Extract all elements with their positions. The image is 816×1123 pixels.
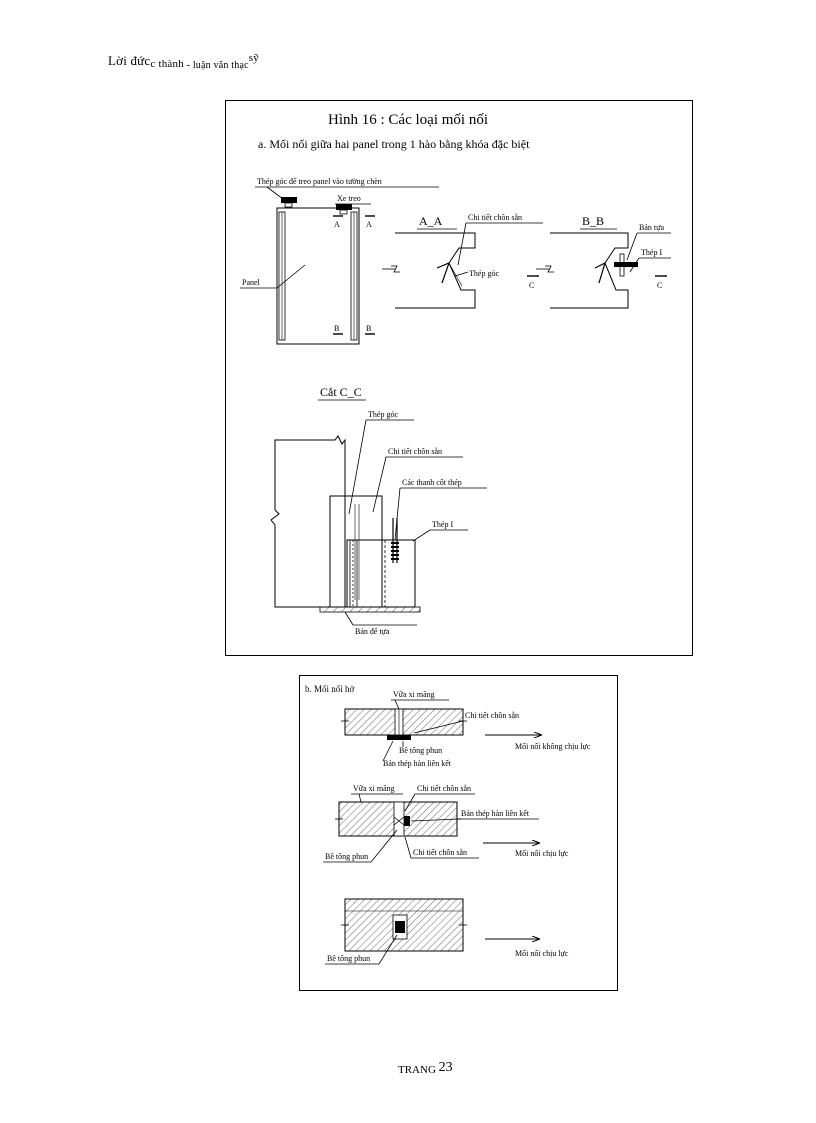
label-thep-goc-aa: Thép góc: [469, 269, 499, 278]
header-part-2: c thành: [150, 58, 184, 70]
label-be-tong-phun-3: Bê tông phun: [327, 954, 370, 963]
label-chi-tiet-2b: Chi tiết chôn sẵn: [413, 848, 467, 857]
label-cc-cac-thanh: Các thanh cốt thép: [402, 478, 462, 487]
label-thep-i: Thép I: [641, 248, 662, 257]
label-moi-noi-chiu-luc-2: Mối nối chịu lực: [515, 949, 569, 958]
title-bb: B_B: [582, 214, 604, 228]
section-b-b: B_B Bản tựa Thép I C C: [527, 214, 671, 309]
figure-b-border: [299, 675, 618, 991]
header-part-3: - luận văn thạc: [183, 60, 249, 71]
figure-b-open-joints: b. Mối nối hở Vữa xi măng Chi tiết chôn …: [299, 675, 618, 991]
label-be-tong-phun-1: Bê tông phun: [399, 746, 442, 755]
label-cc-thep-i: Thép I: [432, 520, 453, 529]
label-be-tong-phun-2: Bê tông phun: [325, 852, 368, 861]
panel-elevation: Thép góc để treo panel vào tường chèn Xe…: [240, 177, 439, 345]
label-cc-thep-goc: Thép góc: [368, 410, 398, 419]
mark-b-right: B: [366, 324, 371, 333]
label-ban-thep-han-2: Bản thép hàn liên kết: [461, 809, 530, 818]
header-part-1: Lời đức: [108, 53, 151, 68]
figure-a-title: Hình 16 : Các loại mối nối: [328, 112, 488, 128]
label-panel: Panel: [242, 278, 261, 287]
mark-c-left: C: [529, 281, 534, 290]
label-moi-noi-chiu-luc-1: Mối nối chịu lực: [515, 849, 569, 858]
label-chi-tiet-aa: Chi tiết chôn sẵn: [468, 213, 522, 222]
detail-non-load-bearing-joint: Vữa xi măng Chi tiết chôn sẵn Bê tông ph…: [341, 690, 591, 768]
mark-c-right: C: [657, 281, 662, 290]
mark-a-left: A: [334, 220, 340, 229]
mark-a-right: A: [366, 220, 372, 229]
page-header: Lời đứcc thành - luận văn thạcsỹ: [108, 52, 259, 71]
footer-label: TRANG: [398, 1064, 436, 1076]
label-vua-xi-mang-2: Vữa xi măng: [353, 784, 395, 793]
label-chi-tiet-1: Chi tiết chôn sẵn: [465, 711, 519, 720]
label-chi-tiet-2a: Chi tiết chôn sẵn: [417, 784, 471, 793]
label-ban-thep-han-1: Bản thép hàn liên kết: [383, 759, 452, 768]
section-a-a: A_A Chi tiết chôn sẵn Thép góc: [382, 213, 543, 309]
page-number: 23: [438, 1060, 453, 1075]
figure-b-subtitle: b. Mối nối hở: [305, 684, 355, 694]
label-angle-hang: Thép góc để treo panel vào tường chèn: [257, 177, 382, 186]
figure-a-joint-types: Hình 16 : Các loại mối nối a. Mối nối gi…: [225, 100, 693, 656]
detail-load-bearing-joint-1: Vữa xi măng Chi tiết chôn sẵn Bản thép h…: [323, 784, 569, 863]
title-aa: A_A: [419, 214, 443, 228]
mark-b-left: B: [334, 324, 339, 333]
section-c-c: Cắt C_C Thép góc Chi tiết chôn sẵn Các t…: [270, 385, 487, 636]
label-vua-xi-mang-1: Vữa xi măng: [393, 690, 435, 699]
page-footer: TRANG 23: [398, 1060, 453, 1076]
title-cc: Cắt C_C: [320, 385, 362, 399]
label-cc-ban-de-tua: Bản để tựa: [355, 627, 390, 636]
figure-a-subtitle: a. Mối nối giữa hai panel trong 1 hào bằ…: [258, 137, 530, 151]
detail-load-bearing-joint-2: Bê tông phun Mối nối chịu lực: [325, 898, 569, 965]
figure-a-border: [225, 100, 693, 656]
label-cc-chi-tiet: Chi tiết chôn sẵn: [388, 447, 442, 456]
label-ban-tua: Bản tựa: [639, 223, 664, 232]
header-part-4: sỹ: [248, 52, 259, 64]
label-xe-treo: Xe treo: [337, 194, 361, 203]
label-moi-noi-khong-chiu-luc: Mối nối không chịu lực: [515, 742, 591, 751]
